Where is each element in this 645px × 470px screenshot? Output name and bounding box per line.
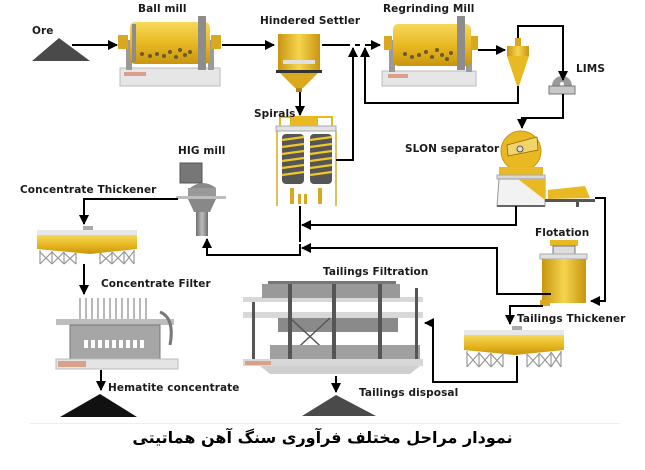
tailings-disposal-stockpile-icon — [302, 395, 376, 416]
label-tailings-filtration: Tailings Filtration — [323, 266, 429, 278]
label-regrinding-mill: Regrinding Mill — [383, 3, 475, 15]
regrinding-mill-icon — [381, 16, 478, 87]
label-hematite-concentrate: Hematite concentrate — [108, 382, 240, 394]
flow-slon-to-flotation — [590, 197, 606, 306]
flow-cyclone-return — [360, 47, 519, 104]
label-concentrate-filter: Concentrate Filter — [101, 278, 211, 290]
tailings-thickener-icon — [464, 326, 564, 368]
flow-slon-to-hig — [301, 206, 517, 230]
label-spirals: Spirals — [254, 108, 296, 120]
label-lims: LIMS — [576, 63, 606, 75]
label-tailings-disposal: Tailings disposal — [359, 387, 459, 399]
caption-divider — [30, 423, 620, 424]
label-concentrate-thickener: Concentrate Thickener — [20, 184, 157, 196]
flow-tail-thickener-to-filtration — [424, 318, 518, 383]
label-flotation: Flotation — [535, 227, 590, 239]
ball-mill-icon — [118, 16, 221, 87]
tailings-filtration-plant-icon — [243, 281, 423, 374]
spirals-icon — [275, 116, 337, 206]
flow-spirals-return — [336, 47, 358, 161]
concentrate-filter-press-icon — [55, 298, 179, 370]
concentrate-thickener-icon — [37, 226, 137, 265]
flow-hig-to-conc-thickener — [79, 198, 178, 225]
cyclone-icon — [507, 38, 529, 86]
label-hig-mill: HIG mill — [178, 145, 226, 157]
diagram-caption: نمودار مراحل مختلف فرآوری سنگ آهن هماتیت… — [132, 428, 513, 447]
flow-hig-return — [202, 238, 301, 256]
label-hindered-settler: Hindered Settler — [260, 15, 361, 27]
flow-flotation-to-hig — [301, 243, 551, 295]
hig-mill-icon — [176, 162, 226, 236]
flow-lims-to-slon — [517, 94, 564, 129]
hematite-concentrate-stockpile-icon — [60, 394, 137, 417]
label-slon-separator: SLON separator — [405, 143, 500, 155]
label-tailings-thickener: Tailings Thickener — [517, 313, 626, 325]
label-ore: Ore — [32, 25, 54, 37]
flotation-cell-icon — [539, 240, 588, 306]
hindered-settler-icon — [276, 34, 322, 92]
flow-flotation-to-tail-thickener — [505, 305, 543, 325]
label-ball-mill: Ball mill — [138, 3, 187, 15]
slon-separator-icon — [496, 130, 595, 207]
flow-lines — [72, 25, 606, 393]
flow-cyclone-to-lims — [517, 25, 568, 81]
ore-stockpile-icon — [32, 38, 90, 61]
